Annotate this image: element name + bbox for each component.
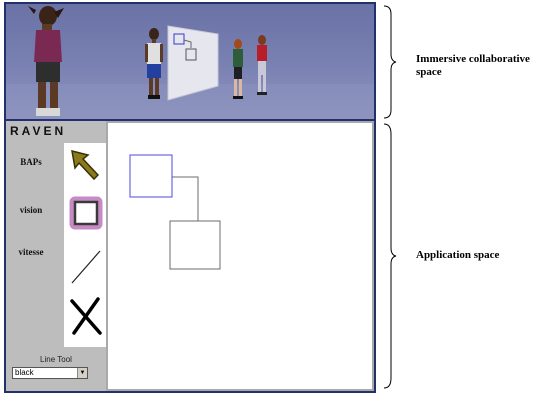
immersive-bracket: [383, 5, 397, 119]
tool-label-baps: BAPs: [20, 157, 42, 167]
diagram-drawing: [129, 154, 221, 270]
drawing-canvas[interactable]: [108, 123, 372, 389]
avatar-left: [28, 6, 64, 116]
immersive-scene-render: [6, 6, 374, 119]
line-tool-button[interactable]: [66, 243, 104, 289]
delete-x-icon: [70, 297, 102, 335]
line-tool-icon: [71, 250, 101, 284]
shared-whiteboard: [167, 25, 219, 101]
line-color-select[interactable]: black ▼: [12, 367, 88, 379]
rectangle-tool-icon: [69, 196, 103, 230]
diagram-box-selected[interactable]: [129, 154, 173, 198]
immersive-caption: Immersive collaborative space: [416, 53, 530, 78]
application-caption: Application space: [416, 249, 500, 261]
application-bracket: [383, 123, 397, 389]
avatar-middle: [145, 28, 163, 99]
select-tool-button[interactable]: [66, 145, 104, 191]
immersive-3d-view[interactable]: [6, 4, 374, 119]
avatar-green-shirt: [233, 39, 243, 99]
avatar-red-shirt: [257, 35, 267, 95]
arrow-cursor-icon: [71, 149, 100, 181]
rectangle-tool-button[interactable]: [66, 193, 104, 239]
diagram-connector[interactable]: [172, 176, 199, 221]
tool-label-vitesse: vitesse: [18, 247, 44, 257]
tool-palette: [64, 143, 106, 347]
line-color-value: black: [15, 368, 34, 377]
tool-label-vision: vision: [19, 205, 43, 215]
chevron-down-icon[interactable]: ▼: [77, 368, 87, 378]
delete-tool-button[interactable]: [66, 293, 104, 339]
line-tool-label: Line Tool: [40, 355, 72, 364]
application-window: RAVEN BAPs vision vitesse: [4, 2, 376, 393]
diagram-box[interactable]: [169, 220, 221, 270]
app-title: RAVEN: [10, 124, 67, 138]
application-panel: RAVEN BAPs vision vitesse: [6, 121, 374, 391]
tool-panel: RAVEN BAPs vision vitesse: [6, 121, 106, 391]
